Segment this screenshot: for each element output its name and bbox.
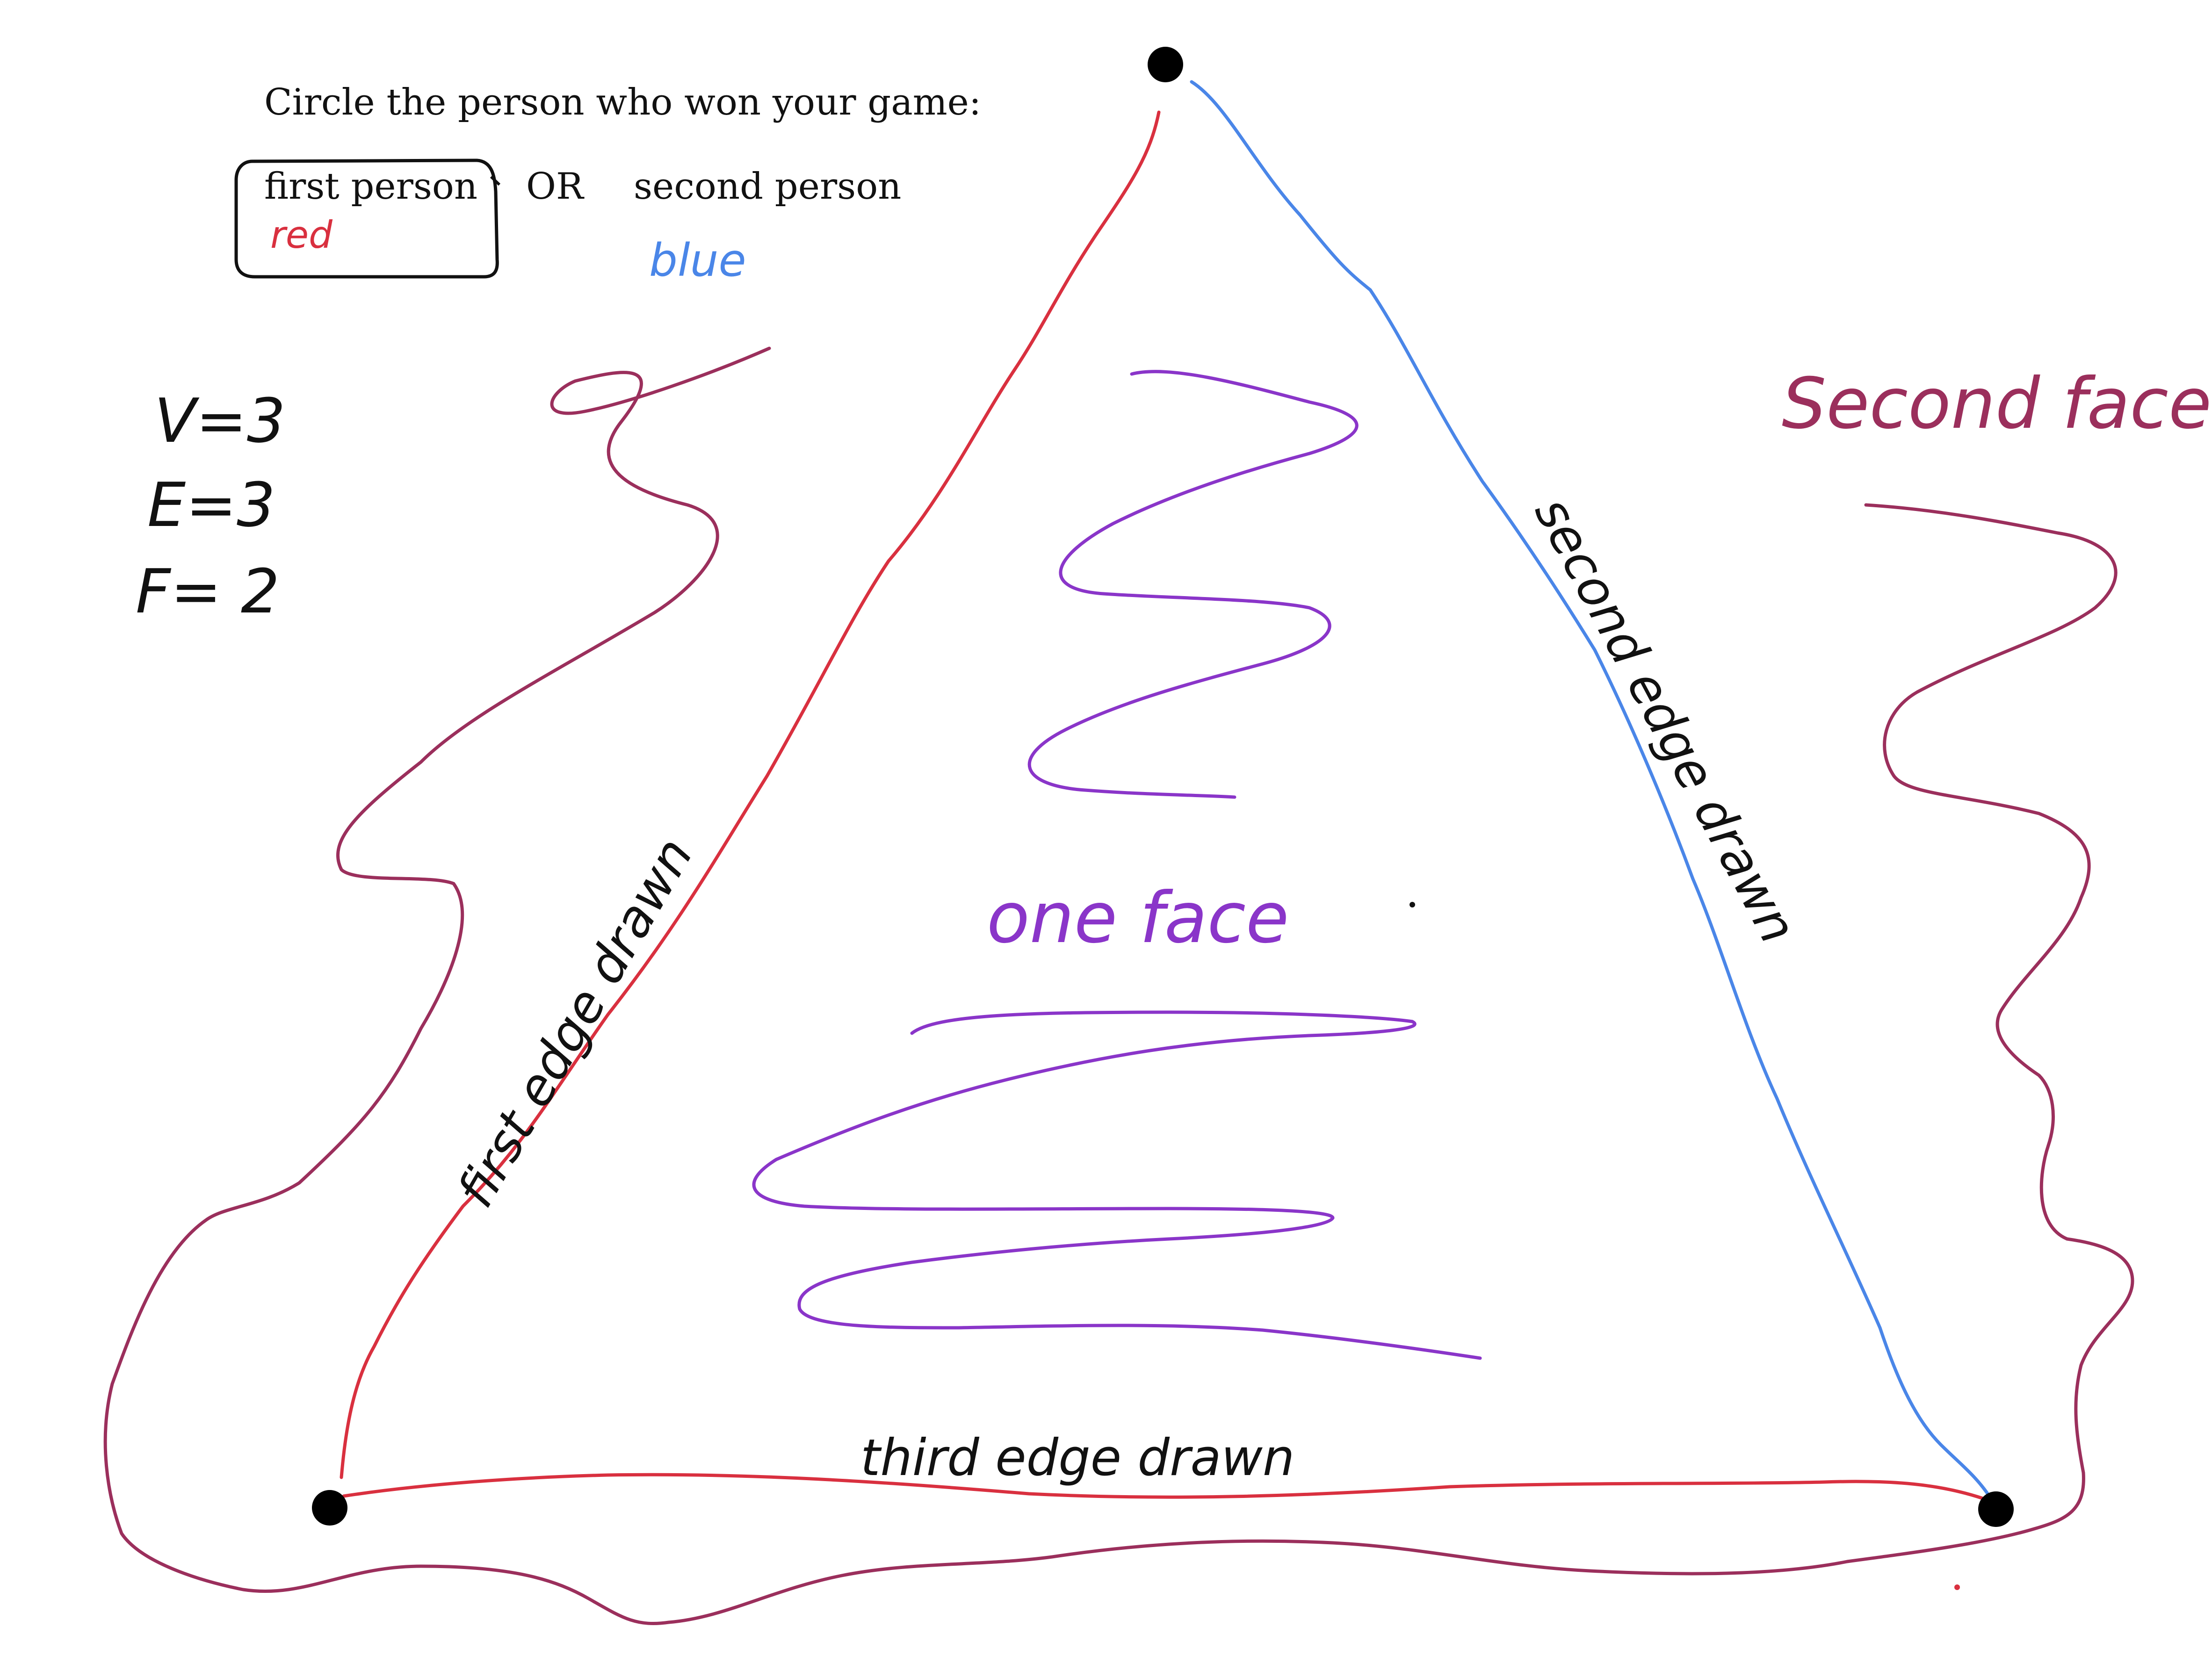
inner-face-scribble-bottom xyxy=(752,1010,1482,1360)
winner-circle xyxy=(234,158,499,279)
first-player-color: red xyxy=(270,213,333,257)
outer-face-boundary-left xyxy=(103,346,771,1625)
stray-dot xyxy=(1410,902,1415,907)
face-count: F= 2 xyxy=(136,556,280,627)
first-edge-label: first edge drawn xyxy=(446,828,704,1217)
first-person-choice[interactable]: first person xyxy=(264,166,477,208)
stray-dot xyxy=(1954,1584,1960,1590)
vertex-bottom-left xyxy=(312,1490,347,1526)
prompt-text: Circle the person who won your game: xyxy=(264,81,981,123)
inner-face-scribble-top xyxy=(1027,370,1359,799)
inner-face-label: one face xyxy=(987,878,1289,959)
edge-count: E=3 xyxy=(147,469,275,540)
outer-face-boundary-right xyxy=(1864,503,2118,1241)
vertex-count: V=3 xyxy=(154,385,286,456)
second-edge xyxy=(1190,80,1994,1503)
first-edge xyxy=(340,110,1161,1479)
second-edge-label: second edge drawn xyxy=(1523,488,1807,953)
circle-tick xyxy=(490,175,501,186)
second-person-choice[interactable]: second person xyxy=(634,166,901,208)
third-edge-label: third edge drawn xyxy=(860,1429,1294,1487)
outer-face-label: Second face xyxy=(1782,363,2212,445)
second-player-color: blue xyxy=(649,234,746,287)
or-separator: OR xyxy=(526,166,585,208)
vertex-top xyxy=(1148,47,1183,82)
outer-face-boundary-bottom xyxy=(667,1237,2134,1624)
vertex-bottom-right xyxy=(1978,1491,2014,1527)
third-edge xyxy=(342,1473,1985,1500)
